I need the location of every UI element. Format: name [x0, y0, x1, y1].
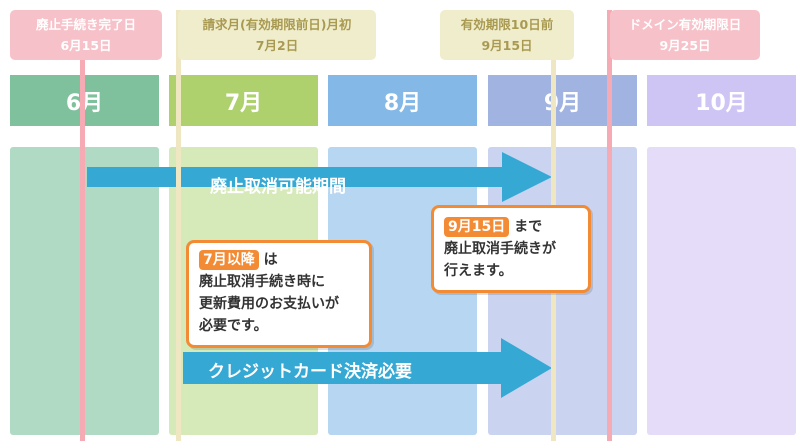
month-header-august: 8月	[328, 75, 477, 126]
callout-text: 廃止取消手続きが	[444, 241, 556, 257]
callout-date-badge: 9月15日	[444, 217, 510, 237]
month-header-september: 9月	[488, 75, 637, 126]
marker-title: 有効期限10日前	[460, 17, 554, 32]
callout-text: 廃止取消手続き時に	[199, 274, 325, 290]
marker-flag-cancellation-completed: 廃止手続き完了日 6月15日	[10, 10, 162, 60]
callout-text: 必要です。	[199, 318, 268, 334]
callout-september: 9月15日 まで 廃止取消手続きが 行えます。	[431, 205, 591, 293]
month-label: 7月	[224, 90, 263, 116]
cancellable-period-arrow	[87, 152, 552, 202]
month-label: 8月	[383, 90, 422, 116]
marker-title: ドメイン有効期限日	[628, 17, 742, 32]
marker-date: 9月25日	[659, 38, 711, 53]
marker-flag-domain-expiry: ドメイン有効期限日 9月25日	[610, 10, 760, 60]
callout-text: まで	[514, 219, 543, 235]
callout-text: 更新費用のお支払いが	[199, 296, 339, 312]
callout-july: 7月以降 は 廃止取消手続き時に 更新費用のお支払いが 必要です。	[186, 240, 372, 348]
marker-line-june-15	[80, 10, 85, 441]
cancellable-period-label: 廃止取消可能期間	[210, 176, 346, 197]
marker-date: 9月15日	[481, 38, 533, 53]
month-header-october: 10月	[647, 75, 796, 126]
marker-title: 廃止手続き完了日	[35, 17, 136, 32]
marker-flag-billing-month: 請求月(有効期限前日)月初 7月2日	[178, 10, 376, 60]
month-column-october	[647, 147, 796, 435]
callout-date-badge: 7月以降	[199, 250, 259, 270]
callout-first-line: 9月15日 まで	[444, 216, 578, 238]
month-label: 9月	[543, 90, 582, 116]
month-label: 10月	[695, 90, 748, 116]
marker-line-sep-25	[607, 10, 612, 441]
marker-flag-ten-days-before: 有効期限10日前 9月15日	[440, 10, 574, 60]
marker-line-july-2	[176, 10, 181, 441]
marker-title: 請求月(有効期限前日)月初	[202, 17, 352, 32]
credit-card-arrow	[183, 338, 552, 398]
callout-text: 行えます。	[444, 263, 513, 279]
credit-card-label: クレジットカード決済必要	[208, 361, 412, 382]
callout-first-line: 7月以降 は	[199, 249, 359, 271]
callout-text: は	[263, 252, 278, 268]
marker-date: 6月15日	[60, 38, 112, 53]
marker-date: 7月2日	[255, 38, 299, 53]
month-header-july: 7月	[169, 75, 318, 126]
